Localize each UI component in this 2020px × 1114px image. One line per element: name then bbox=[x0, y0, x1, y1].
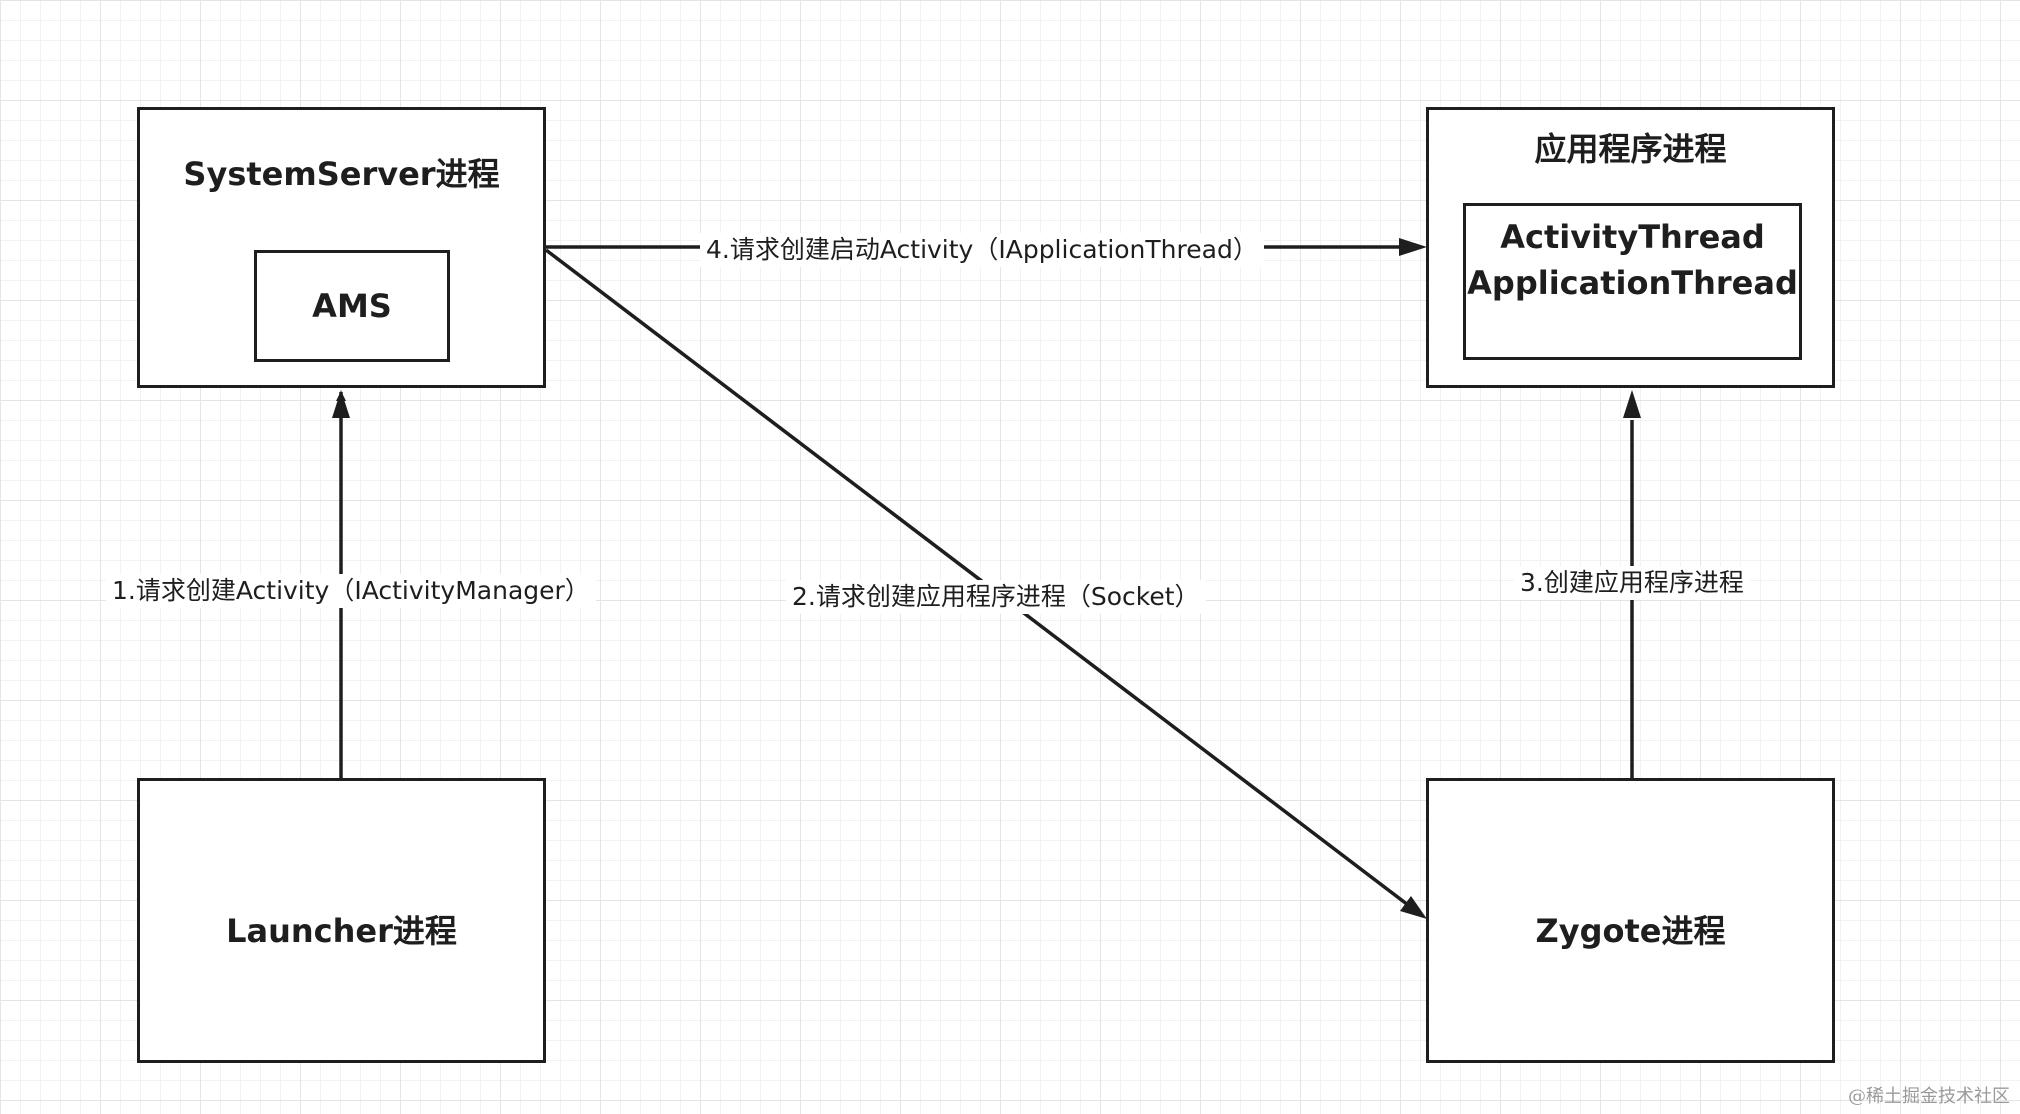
launcher-process-box[interactable]: Launcher进程 bbox=[137, 778, 546, 1063]
edge-label-2: 2.请求创建应用程序进程（Socket） bbox=[786, 580, 1206, 614]
zygote-process-box[interactable]: Zygote进程 bbox=[1426, 778, 1835, 1063]
arrowhead-systemserver-to-app bbox=[1399, 238, 1427, 256]
launcher-process-title: Launcher进程 bbox=[226, 912, 457, 950]
edge-label-1: 1.请求创建Activity（IActivityManager） bbox=[106, 574, 596, 608]
edge-label-4: 4.请求创建启动Activity（IApplicationThread） bbox=[700, 233, 1264, 267]
arrow-systemserver-to-zygote[interactable] bbox=[544, 248, 1414, 910]
ams-label: AMS bbox=[312, 287, 392, 325]
activitythread-label: ActivityThread bbox=[1500, 218, 1765, 256]
arrowhead-launcher-to-systemserver bbox=[332, 390, 350, 418]
arrowhead-systemserver-to-zygote bbox=[1400, 896, 1427, 919]
app-process-box[interactable]: 应用程序进程 ActivityThread ApplicationThread bbox=[1426, 107, 1835, 388]
app-process-title: 应用程序进程 bbox=[1534, 130, 1727, 168]
applicationthread-label: ApplicationThread bbox=[1467, 264, 1798, 302]
systemserver-process-box[interactable]: SystemServer进程 AMS bbox=[137, 107, 546, 388]
activitythread-box[interactable]: ActivityThread ApplicationThread bbox=[1463, 203, 1802, 360]
ams-box[interactable]: AMS bbox=[254, 250, 450, 362]
systemserver-process-title: SystemServer进程 bbox=[183, 155, 500, 193]
edge-label-3: 3.创建应用程序进程 bbox=[1514, 566, 1750, 600]
zygote-process-title: Zygote进程 bbox=[1535, 912, 1726, 950]
arrowhead-zygote-to-app bbox=[1623, 390, 1641, 418]
watermark: @稀土掘金技术社区 bbox=[1848, 1086, 2010, 1107]
